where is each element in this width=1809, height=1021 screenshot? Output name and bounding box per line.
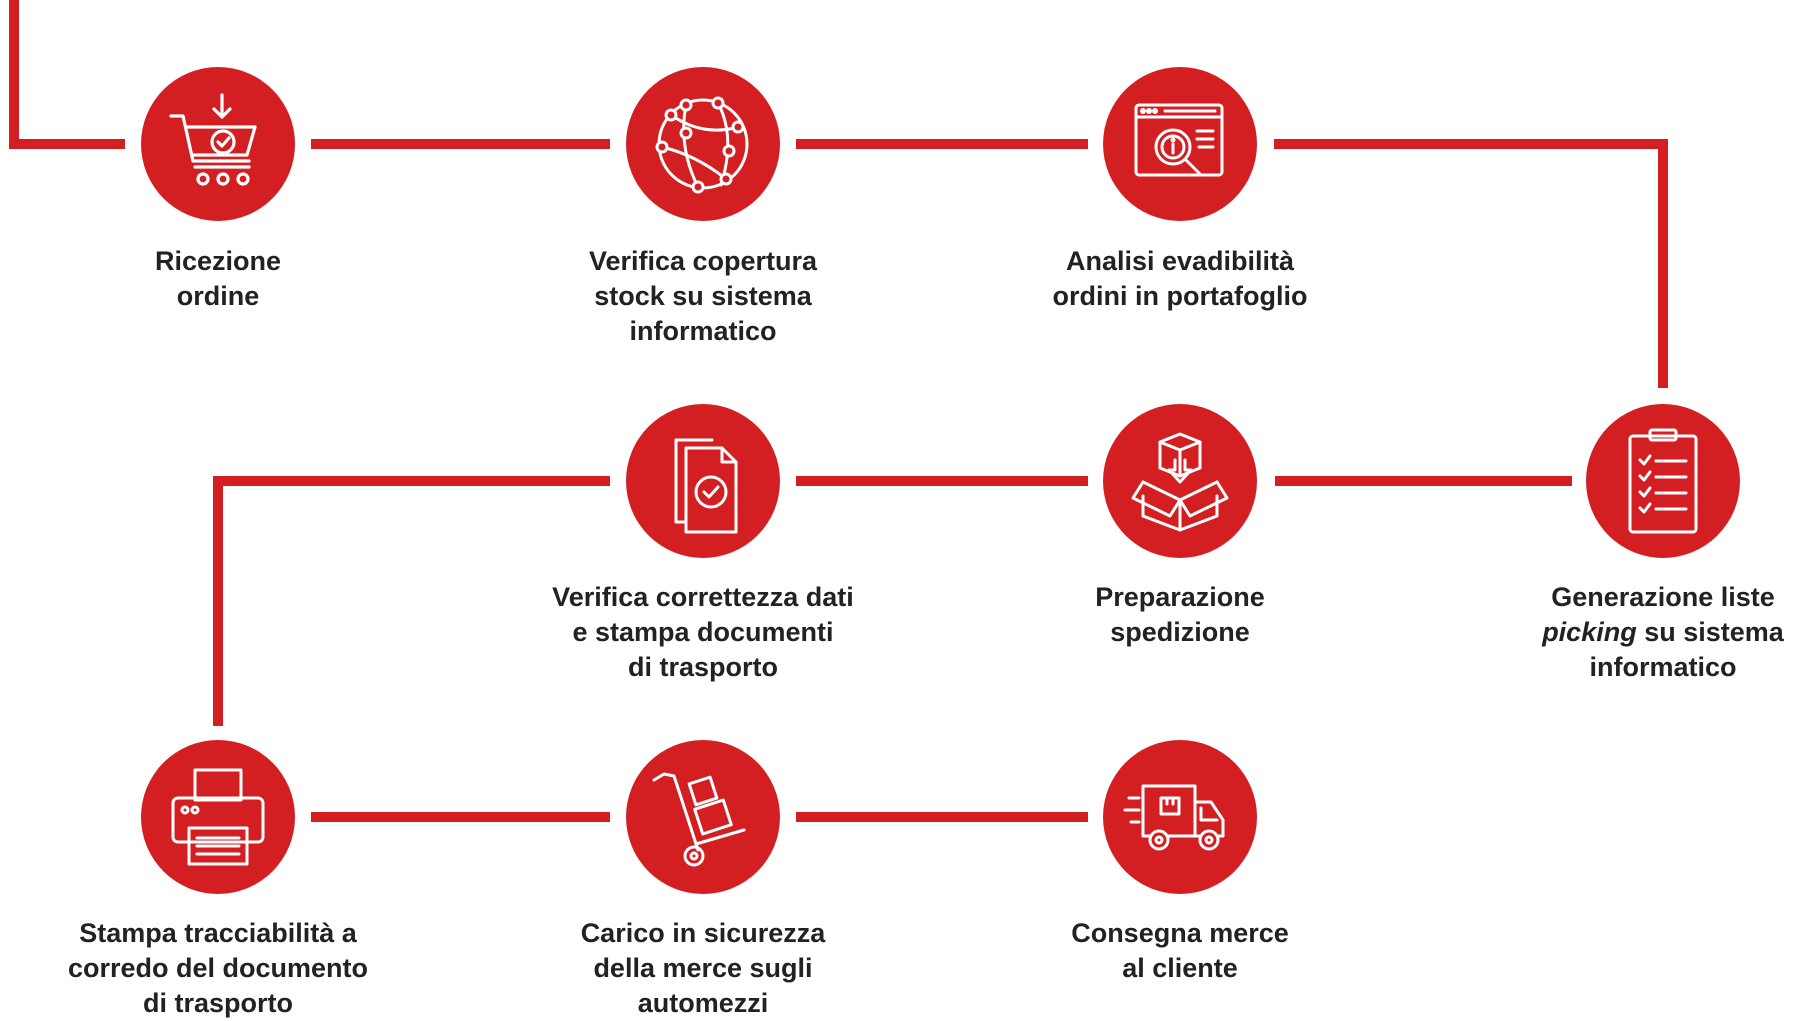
delivery-truck-icon — [1123, 784, 1225, 851]
browser-search-icon — [1134, 103, 1224, 177]
step-ricezione-ordine — [141, 67, 295, 221]
step-analisi-evadibilita — [1103, 67, 1257, 221]
cart-check-icon — [169, 93, 257, 186]
document-check-icon — [674, 438, 738, 534]
step-verifica-correttezza — [626, 404, 780, 558]
step-consegna-merce — [1103, 740, 1257, 894]
step-label: Generazione liste picking su sistema inf… — [1542, 582, 1784, 682]
clipboard-checklist-icon — [1628, 428, 1698, 534]
step-preparazione-spedizione — [1103, 404, 1257, 558]
hand-truck-icon — [652, 772, 746, 867]
printer-icon — [171, 768, 265, 866]
step-stampa-tracciabilita — [141, 740, 295, 894]
globe-network-icon — [655, 96, 749, 194]
step-verifica-copertura — [626, 67, 780, 221]
step-carico-sicurezza — [626, 740, 780, 894]
step-generazione-liste — [1586, 404, 1740, 558]
box-download-icon — [1131, 432, 1229, 532]
italic-term: picking — [1542, 617, 1637, 647]
